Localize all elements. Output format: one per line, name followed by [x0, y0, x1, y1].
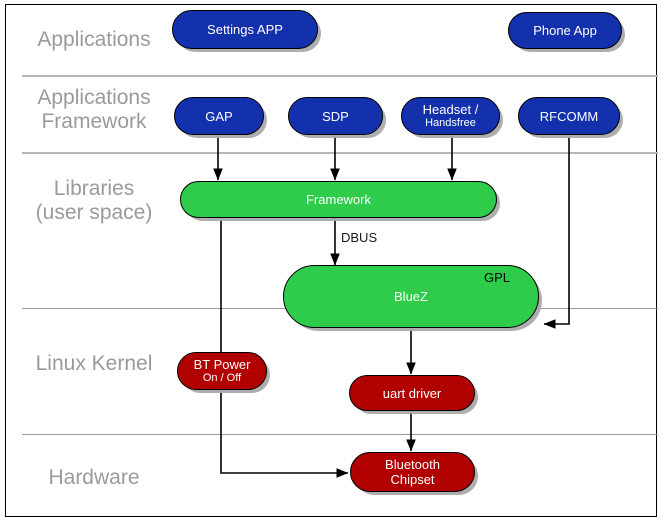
node-headset-handsfree[interactable]: Headset / Handsfree: [401, 97, 500, 135]
diagram-border: [5, 4, 657, 517]
layer-label-linux-kernel: Linux Kernel: [35, 352, 153, 375]
divider-linux-kernel: [22, 434, 658, 435]
node-bt-power[interactable]: BT Power On / Off: [177, 352, 267, 390]
divider-applications-framework: [22, 152, 658, 154]
node-bluez-label: BlueZ: [394, 289, 428, 304]
node-sdp[interactable]: SDP: [288, 97, 383, 135]
layer-label-hardware: Hardware: [48, 466, 140, 489]
node-bluez-license-tag: GPL: [484, 270, 511, 285]
node-rfcomm-label: RFCOMM: [539, 108, 599, 124]
divider-applications: [22, 75, 658, 77]
node-bt-power-sublabel: On / Off: [202, 372, 242, 384]
node-framework-label: Framework: [305, 192, 371, 207]
node-gap-label: GAP: [205, 108, 233, 124]
layer-label-libraries: Libraries (user space): [35, 177, 153, 224]
node-headset-label: Headset /: [422, 102, 479, 117]
node-headset-sublabel: Handsfree: [425, 117, 476, 129]
node-gap[interactable]: GAP: [174, 97, 264, 135]
node-bluetooth-chipset-sublabel: Chipset: [390, 472, 435, 487]
node-bluetooth-chipset[interactable]: Bluetooth Chipset: [350, 452, 475, 492]
node-settings-app[interactable]: Settings APP: [172, 10, 318, 49]
node-phone-app-label: Phone App: [533, 23, 597, 38]
layer-label-applications-framework: Applications Framework: [37, 86, 151, 133]
node-uart-driver-label: uart driver: [382, 385, 442, 401]
node-phone-app[interactable]: Phone App: [508, 12, 622, 49]
node-settings-app-label: Settings APP: [207, 22, 283, 37]
edge-label-dbus: DBUS: [341, 230, 378, 245]
node-bluez[interactable]: BlueZ: [283, 265, 539, 328]
node-uart-driver[interactable]: uart driver: [349, 375, 475, 411]
node-sdp-label: SDP: [322, 108, 349, 124]
node-framework[interactable]: Framework: [180, 181, 497, 218]
node-bluetooth-chipset-label: Bluetooth: [385, 457, 440, 472]
layer-label-applications: Applications: [37, 28, 151, 51]
node-rfcomm[interactable]: RFCOMM: [518, 97, 620, 135]
node-bt-power-label: BT Power: [193, 357, 251, 372]
